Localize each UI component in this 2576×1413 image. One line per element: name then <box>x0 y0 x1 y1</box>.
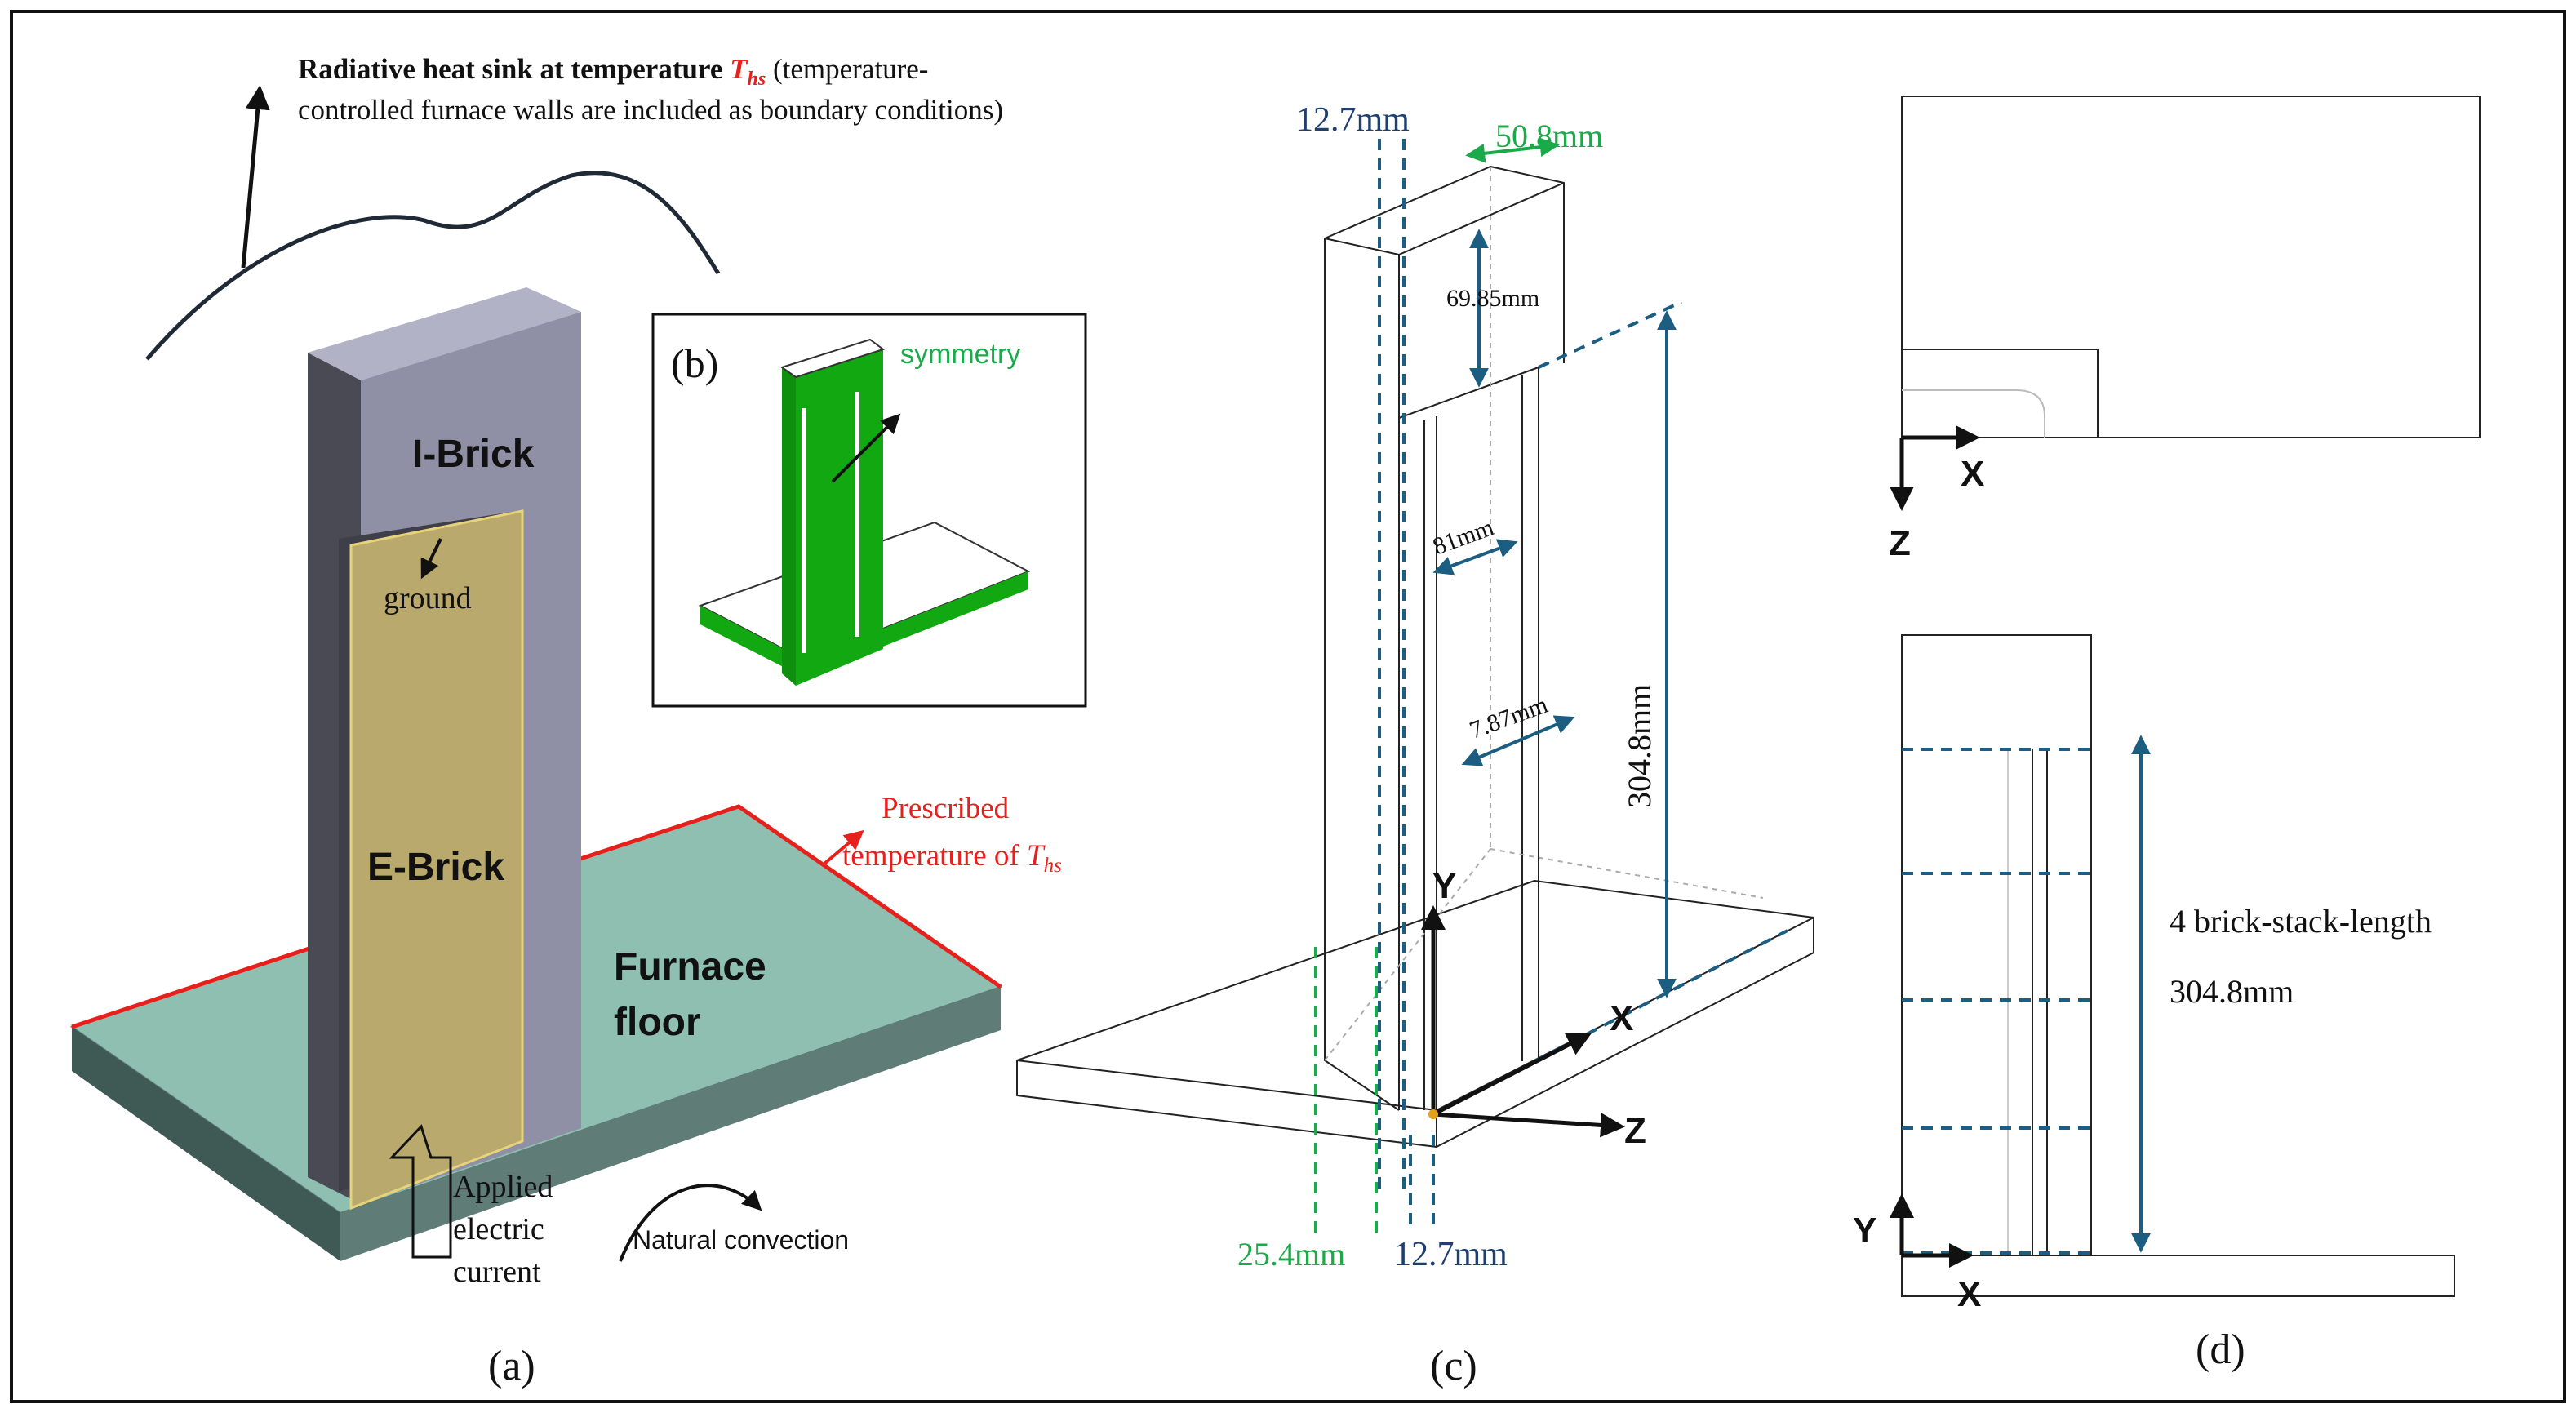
axis-x-arrow <box>1432 1033 1592 1117</box>
top-axis-x-label: X <box>1961 454 1984 494</box>
heat-sink-rest1: (temperature- <box>766 53 928 85</box>
figure-border <box>10 10 2566 1403</box>
dim-top-green-label: 50.8mm <box>1495 118 1603 154</box>
dim-787-arrow <box>1461 715 1575 766</box>
prescribed-label-2: temperature of Ths <box>842 839 1062 877</box>
applied-label-2: electric <box>453 1212 544 1246</box>
heat-sink-sub: hs <box>748 69 766 90</box>
applied-label-1: Applied <box>453 1170 553 1204</box>
panel-c: 12.7mm 50.8mm 69.85mm 304.8mm 81mm 7.87m… <box>1016 101 1814 1389</box>
top-view-cavity <box>1902 389 2045 438</box>
natural-convection-label: Natural convection <box>633 1225 849 1255</box>
axis-z-arrow <box>1432 1112 1625 1138</box>
ground-label: ground <box>384 581 472 615</box>
panel-c-label: (c) <box>1430 1343 1477 1389</box>
panel-b-brick-front <box>796 349 883 686</box>
panel-c-base-front <box>1016 1060 1437 1148</box>
side-view-column <box>1901 634 2092 1256</box>
axis-z-label: Z <box>1624 1111 1646 1151</box>
dim-bottom-blue-label: 12.7mm <box>1394 1236 1508 1273</box>
panel-b: (b) symmetry <box>651 313 1087 708</box>
panel-a-label: (a) <box>488 1343 535 1389</box>
applied-current-arrow <box>389 1124 452 1259</box>
heat-sink-curve <box>145 171 721 361</box>
panel-b-brick-top <box>779 338 886 379</box>
panel-c-base-top <box>1016 880 1814 1111</box>
ground-arrow <box>420 538 442 580</box>
prescribed-label-1: Prescribed <box>882 792 1010 825</box>
axis-y-label: Y <box>1432 866 1456 906</box>
top-axis-z-label: Z <box>1889 523 1911 563</box>
heat-sink-symbol: T <box>730 53 748 85</box>
furnace-floor-front <box>72 1027 340 1261</box>
side-view-base <box>1901 1255 2455 1297</box>
panel-b-brick-left <box>782 367 796 686</box>
prescribed-temperature-edge <box>71 804 1002 1029</box>
symmetry-label: symmetry <box>900 339 1020 370</box>
panel-d: X Z 4 brick-stack-length 304.8mm Y X (d) <box>1853 96 2481 1373</box>
panel-c-column-top <box>1324 166 1565 255</box>
panel-c-hidden-3 <box>1490 848 1764 899</box>
top-view-brick <box>1901 349 2099 438</box>
panel-c-hidden-2 <box>1324 848 1491 1061</box>
panel-d-label: (d) <box>2196 1326 2245 1373</box>
dim-bottom-green-label: 25.4mm <box>1237 1236 1345 1273</box>
dim-top-blue-label: 12.7mm <box>1296 101 1410 139</box>
dim-81-arrow <box>1432 539 1518 575</box>
bottom-axis-y-label: Y <box>1853 1211 1876 1251</box>
heat-sink-caption-line2: controlled furnace walls are included as… <box>298 94 1003 126</box>
i-brick-top <box>308 287 581 380</box>
panel-a: Radiative heat sink at temperature Ths (… <box>69 53 1062 1389</box>
bottom-axis-x-label: X <box>1957 1274 1981 1314</box>
natural-convection-arrow <box>619 1184 762 1262</box>
symmetry-arrow <box>831 413 901 483</box>
furnace-floor-side <box>340 987 1001 1261</box>
heat-sink-arrow <box>241 85 270 269</box>
panel-b-tray-front <box>700 606 804 678</box>
furnace-floor-label-2: floor <box>614 1001 701 1044</box>
panel-c-base-side <box>1436 918 1814 1148</box>
dim-3048-extension-top <box>1538 300 1682 369</box>
stack-length-label: 4 brick-stack-length <box>2170 903 2432 940</box>
dim-top-green-arrow <box>1465 137 1560 163</box>
heat-sink-caption-line1: Radiative heat sink at temperature Ths (… <box>298 53 928 90</box>
applied-label-3: current <box>453 1255 541 1289</box>
panel-b-label: (b) <box>671 340 718 386</box>
heat-sink-bold: Radiative heat sink at temperature <box>298 53 722 85</box>
e-brick-face <box>349 509 524 1211</box>
dim-3048-label: 304.8mm <box>1621 684 1658 808</box>
i-brick-label: I-Brick <box>412 433 535 476</box>
origin-marker <box>1428 1109 1438 1119</box>
top-view-outline <box>1901 96 2481 438</box>
prescribed-arrow <box>823 829 864 865</box>
axis-x-label: X <box>1610 998 1633 1038</box>
furnace-floor-label-1: Furnace <box>614 945 766 989</box>
stack-length-value: 304.8mm <box>2170 973 2294 1010</box>
e-brick-label: E-Brick <box>367 846 504 889</box>
dim-69-label: 69.85mm <box>1446 285 1539 312</box>
